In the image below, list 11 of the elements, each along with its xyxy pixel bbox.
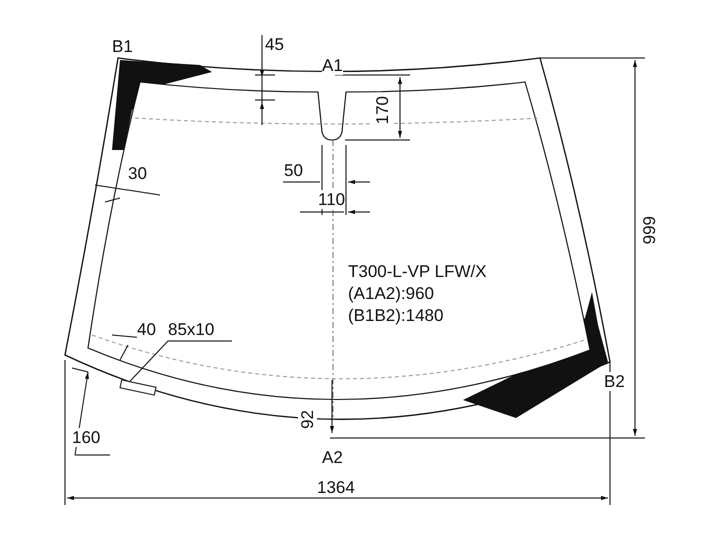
dimension-label: 160	[72, 428, 100, 447]
callout-label: 85x10	[168, 320, 214, 339]
note-text: (A1A2):960	[348, 284, 434, 303]
point-label: A1	[322, 56, 343, 75]
note-text: (B1B2):1480	[348, 306, 444, 325]
dimension-label: 170	[373, 96, 392, 124]
point-label: B2	[604, 372, 625, 391]
dimension-label: 110	[318, 190, 346, 209]
leader-line	[130, 340, 232, 382]
dimension-label: 40	[137, 320, 156, 339]
dimension-label: 92	[298, 410, 317, 429]
